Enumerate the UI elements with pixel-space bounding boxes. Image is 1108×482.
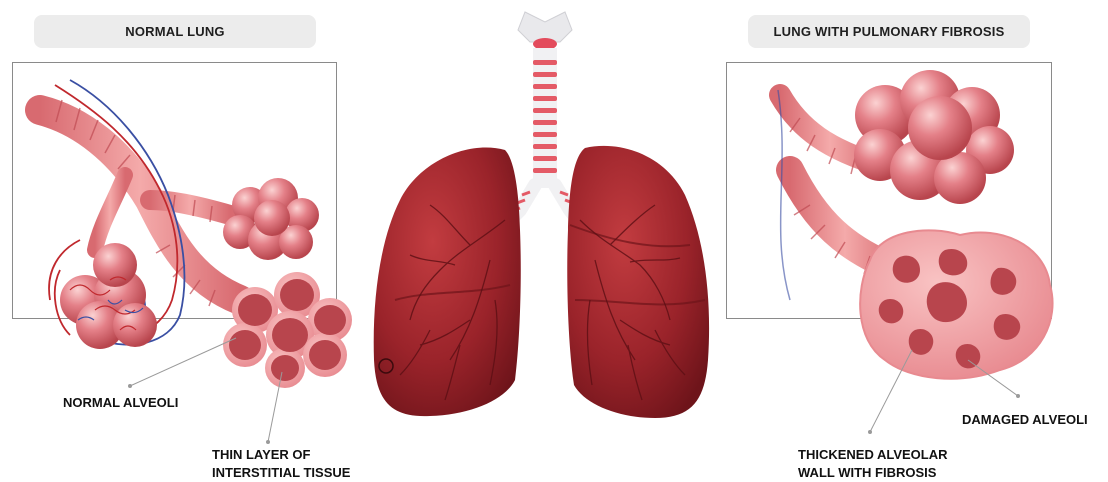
left-lung	[374, 147, 521, 416]
normal-alveoli-cluster-small	[223, 178, 319, 260]
normal-bronchiole	[40, 100, 240, 306]
damaged-alveoli-cross-section	[860, 230, 1052, 378]
thickened-wall-label: THICKENED ALVEOLAR WALL WITH FIBROSIS	[798, 446, 948, 482]
trachea	[510, 12, 578, 220]
damaged-alveoli-label: DAMAGED ALVEOLI	[962, 411, 1088, 429]
normal-alveoli-sac-vessels	[60, 243, 157, 349]
thin-layer-label: THIN LAYER OF INTERSTITIAL TISSUE	[212, 446, 350, 482]
fibrosis-alveoli-cluster	[854, 70, 1014, 204]
normal-alveoli-label: NORMAL ALVEOLI	[63, 394, 178, 412]
right-lung	[567, 146, 709, 418]
leader-normal-alveoli	[130, 338, 236, 386]
